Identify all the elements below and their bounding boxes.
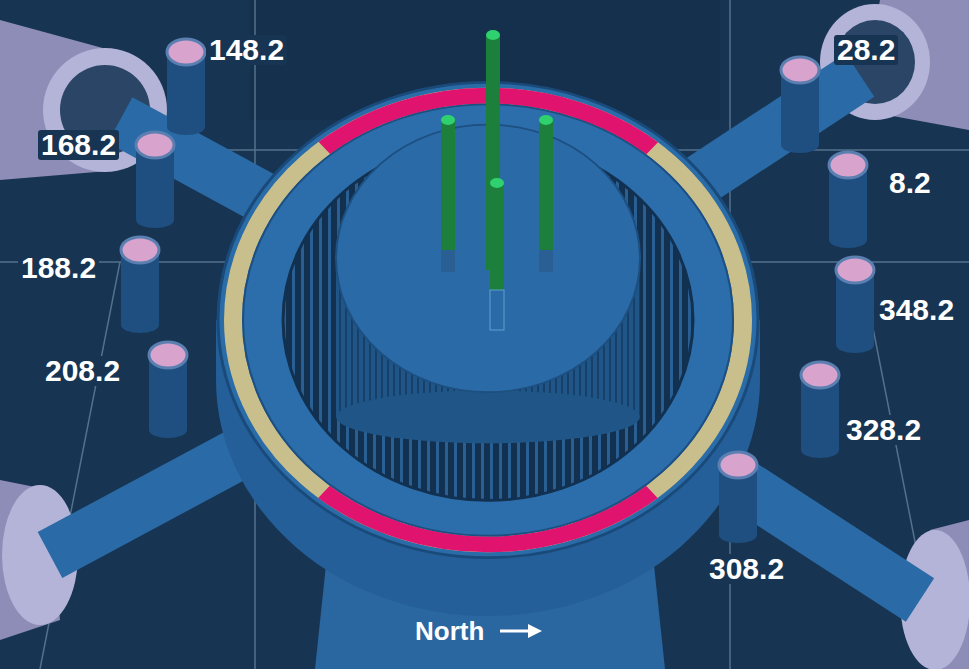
angle-label: 8.2 xyxy=(886,168,934,198)
angle-label: 148.2 xyxy=(206,35,287,65)
direction-label: North xyxy=(412,618,487,644)
angle-label: 308.2 xyxy=(706,554,787,584)
angle-label: 208.2 xyxy=(42,356,123,386)
angle-label: 28.2 xyxy=(834,35,898,65)
instrument-tubes xyxy=(121,39,874,543)
nozzles xyxy=(50,75,920,600)
angle-label: 188.2 xyxy=(18,253,99,283)
angle-label: 328.2 xyxy=(843,415,924,445)
angle-label: 348.2 xyxy=(876,295,957,325)
north-arrow xyxy=(500,624,542,638)
control-rods xyxy=(441,30,553,330)
angle-label: 168.2 xyxy=(38,130,119,160)
